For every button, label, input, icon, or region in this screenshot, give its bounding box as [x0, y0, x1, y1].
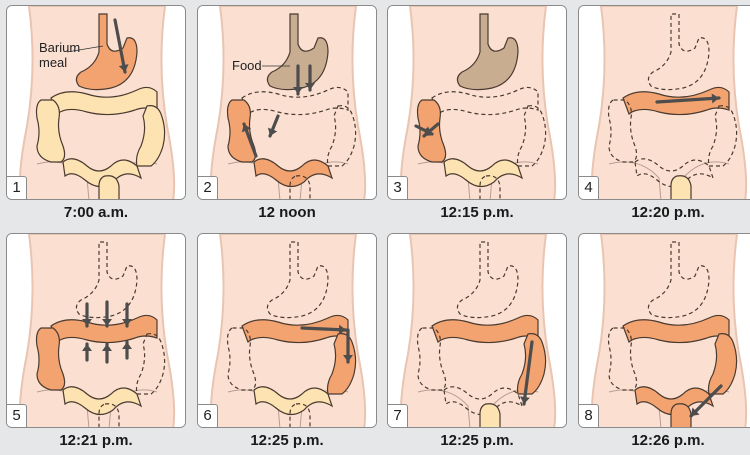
panel-5: 5: [6, 233, 186, 428]
panel-3: 3: [387, 5, 567, 200]
panel-number: 2: [198, 176, 218, 199]
abdomen-illustration-5: [7, 234, 186, 428]
abdomen-illustration-4: [579, 6, 750, 200]
panel-number: 5: [7, 404, 27, 427]
abdomen-illustration-3: [388, 6, 567, 200]
time-label-4: 12:20 p.m.: [578, 204, 750, 221]
abdomen-illustration-1: [7, 6, 186, 200]
panel-number: 7: [388, 404, 408, 427]
time-label-8: 12:26 p.m.: [578, 432, 750, 449]
time-label-6: 12:25 p.m.: [197, 432, 377, 449]
time-label-2: 12 noon: [197, 204, 377, 221]
rectum-segment: [671, 404, 691, 428]
abdomen-illustration-7: [388, 234, 567, 428]
rectum-segment: [99, 176, 119, 200]
abdomen-illustration-2: [198, 6, 377, 200]
time-label-5: 12:21 p.m.: [6, 432, 186, 449]
panel-4: 4: [578, 5, 750, 200]
panel-number: 6: [198, 404, 218, 427]
panel-number: 3: [388, 176, 408, 199]
time-label-1: 7:00 a.m.: [6, 204, 186, 221]
rectum-segment: [671, 176, 691, 200]
rectum-segment: [480, 404, 500, 428]
food-label: Food: [232, 58, 262, 73]
panel-8: 8: [578, 233, 750, 428]
abdomen-illustration-8: [579, 234, 750, 428]
panel-number: 4: [579, 176, 599, 199]
panel-2: Food 2: [197, 5, 377, 200]
time-label-3: 12:15 p.m.: [387, 204, 567, 221]
panel-6: 6: [197, 233, 377, 428]
panel-number: 8: [579, 404, 599, 427]
abdomen-illustration-6: [198, 234, 377, 428]
time-label-7: 12:25 p.m.: [387, 432, 567, 449]
panel-number: 1: [7, 176, 27, 199]
panel-7: 7: [387, 233, 567, 428]
